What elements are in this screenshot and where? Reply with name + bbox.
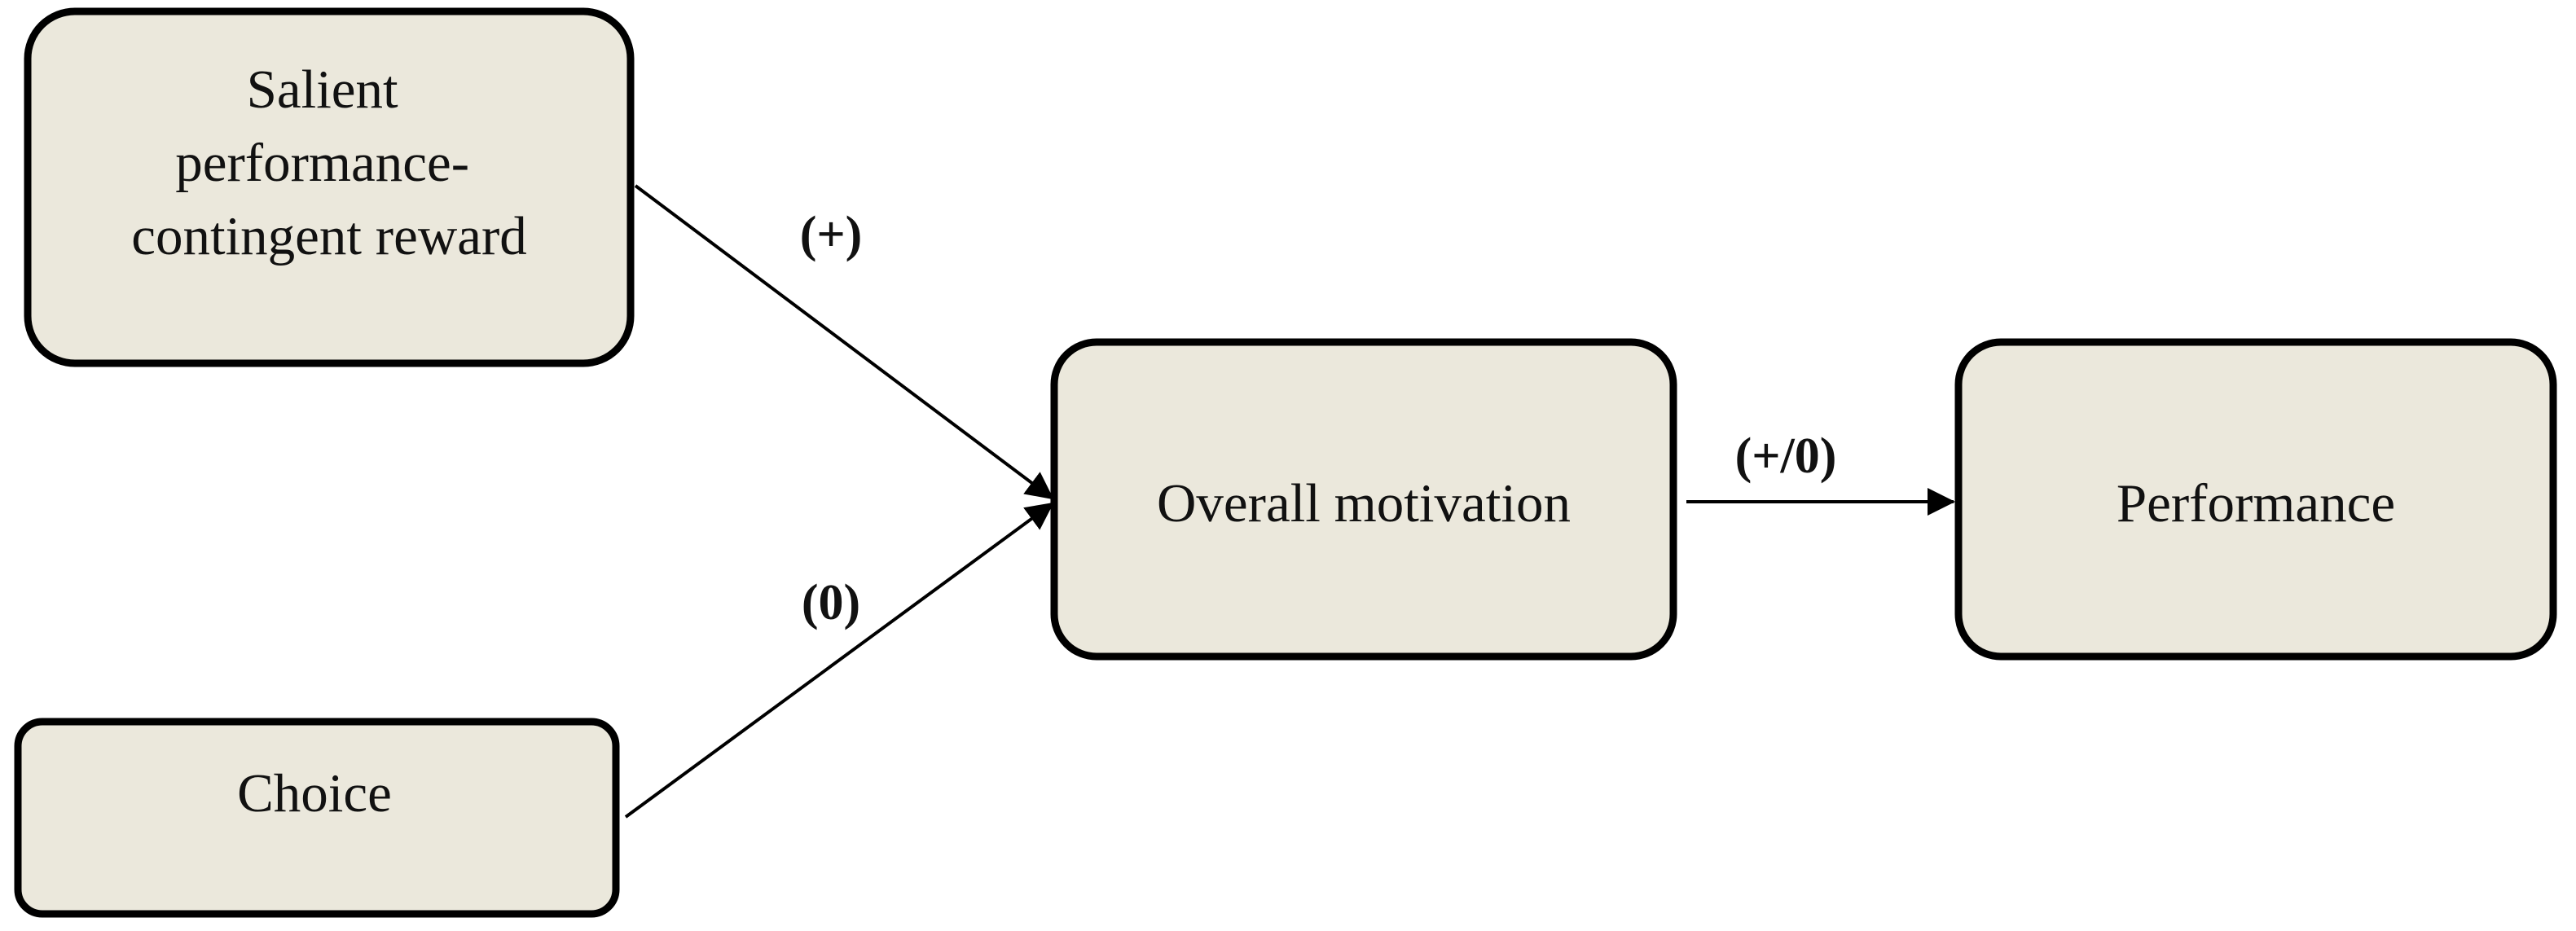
node-overall-motivation: Overall motivation [1050,338,1677,661]
node-performance: Performance [1954,338,2557,661]
edge-reward-to-motivation: (+) [634,184,1054,500]
node-label-line-2: performance- [175,133,469,193]
edge-line-reward-motivation [634,184,1054,500]
node-box-performance [1954,338,2557,661]
node-box-salient-reward [24,7,635,367]
node-salient-reward: Salient performance- contingent reward [24,7,635,367]
node-label-performance: Performance [2117,473,2395,534]
node-label-salient-reward: Salient performance- contingent reward [131,59,527,266]
edge-choice-to-motivation: (0) [624,502,1054,819]
edge-label-choice-motivation: (0) [802,575,860,630]
edge-label-motivation-performance: (+/0) [1735,428,1837,484]
edge-line-choice-motivation [624,502,1054,819]
edge-label-reward-motivation: (+) [800,207,863,262]
edge-motivation-to-performance: (+/0) [1686,428,1955,516]
node-box-overall-motivation [1050,338,1677,661]
node-choice: Choice [14,718,620,918]
node-box-choice [14,718,620,918]
node-label-line-3: contingent reward [131,206,527,266]
node-label-line-1: Salient [247,59,398,120]
node-label-choice: Choice [237,763,392,823]
node-label-overall-motivation: Overall motivation [1157,473,1571,534]
